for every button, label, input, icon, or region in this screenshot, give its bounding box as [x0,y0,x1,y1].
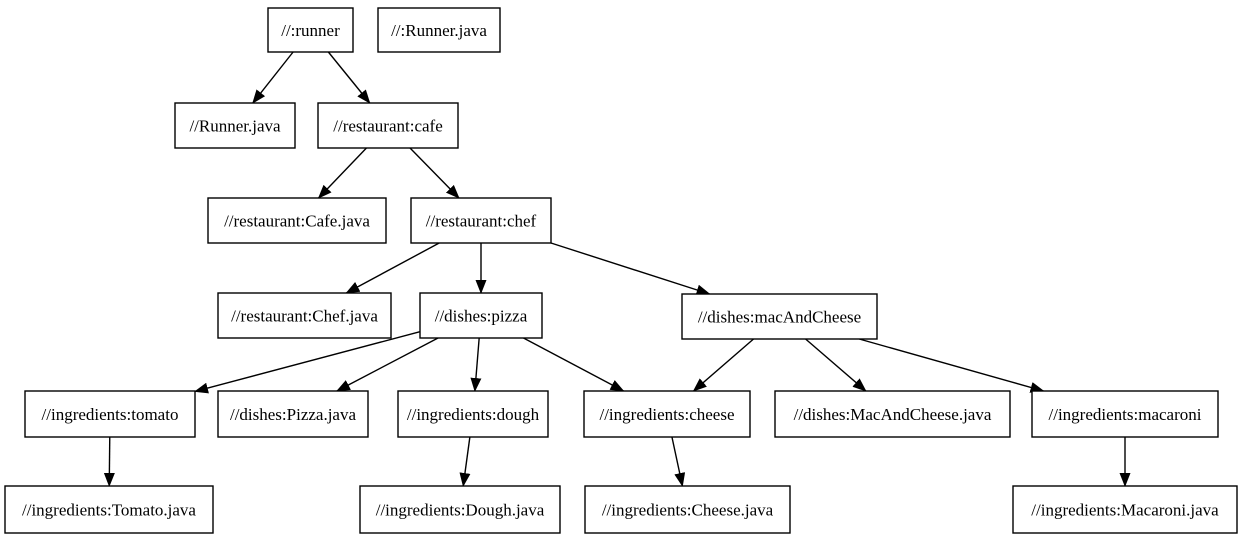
graph-node-macaroni-java: //ingredients:Macaroni.java [1012,485,1238,534]
edge-pizza-to-tomato [194,331,421,394]
edge-mac-and-cheese-to-cheese [692,338,754,392]
graph-node-label: //restaurant:Chef.java [231,306,378,325]
graph-node-box [397,390,549,438]
graph-node-box [267,7,354,53]
graph-node-label: //ingredients:cheese [599,405,734,424]
edge-cheese-to-cheese-java [671,436,686,487]
edge-pizza-to-pizza-java [336,337,439,392]
graph-node-cafe: //restaurant:cafe [317,102,459,149]
edge-tomato-to-tomato-java [103,436,115,487]
graph-node-label: //ingredients:Tomato.java [22,500,196,519]
graph-node-label: //ingredients:Cheese.java [602,500,774,519]
graph-node-box [317,102,459,149]
edge-mac-and-cheese-to-mac-java [805,338,867,392]
graph-node-dough-java: //ingredients:Dough.java [359,485,561,534]
graph-node-mac-and-cheese: //dishes:macAndCheese [681,293,878,340]
graph-node-chef: //restaurant:chef [410,197,552,244]
graph-node-box [1012,485,1238,534]
graph-node-label: //ingredients:dough [407,405,540,424]
graph-node-label: //ingredients:macaroni [1049,405,1202,424]
edge-runner-to-runner-java [252,51,294,104]
graph-node-tomato-java: //ingredients:Tomato.java [4,485,214,534]
graph-node-cafe-java: //restaurant:Cafe.java [207,197,387,244]
graph-node-tomato: //ingredients:tomato [24,390,196,438]
graph-node-box [1031,390,1219,438]
graph-node-runner-java: //Runner.java [174,102,296,149]
graph-node-label: //dishes:Pizza.java [230,405,357,424]
edge-chef-to-chef-java [345,242,440,294]
graph-node-box [583,390,751,438]
graph-node-pizza: //dishes:pizza [419,292,543,339]
graph-node-box [410,197,552,244]
graph-node-label: //:runner [281,21,340,40]
graph-node-box [24,390,196,438]
graph-node-label: //ingredients:Macaroni.java [1031,500,1219,519]
graph-node-box [217,292,392,339]
edge-pizza-to-cheese [523,337,625,392]
graph-node-mac-java: //dishes:MacAndCheese.java [774,390,1011,438]
graph-node-label: //ingredients:Dough.java [376,500,545,519]
graph-node-label: //dishes:MacAndCheese.java [794,405,992,424]
graph-node-runner: //:runner [267,7,354,53]
graph-node-pizza-java: //dishes:Pizza.java [217,390,369,438]
graph-node-box [377,7,501,53]
graph-node-label: //dishes:macAndCheese [698,307,861,326]
graph-node-label: //restaurant:Cafe.java [224,211,370,230]
graph-node-runner-java-src: //:Runner.java [377,7,501,53]
edge-cafe-to-cafe-java [317,147,367,199]
graph-node-label: //dishes:pizza [435,306,528,325]
graph-node-label: //:Runner.java [391,21,487,40]
graph-node-dough: //ingredients:dough [397,390,549,438]
edge-mac-and-cheese-to-macaroni [859,338,1045,393]
edge-pizza-to-dough [470,337,482,392]
graph-node-box [681,293,878,340]
graph-node-box [4,485,214,534]
edge-chef-to-mac-and-cheese [550,242,711,296]
graph-node-cheese: //ingredients:cheese [583,390,751,438]
graph-node-box [359,485,561,534]
graph-node-label: //restaurant:cafe [333,116,443,135]
edge-dough-to-dough-java [459,436,471,487]
graph-node-box [584,485,791,534]
graph-node-box [419,292,543,339]
graph-node-box [217,390,369,438]
graph-node-label: //ingredients:tomato [42,405,179,424]
graph-node-chef-java: //restaurant:Chef.java [217,292,392,339]
graph-node-macaroni: //ingredients:macaroni [1031,390,1219,438]
graph-node-label: //Runner.java [189,116,281,135]
graph-node-box [174,102,296,149]
graph-node-box [774,390,1011,438]
edge-runner-to-cafe [327,51,371,104]
edge-cafe-to-chef [409,147,460,199]
graph-node-cheese-java: //ingredients:Cheese.java [584,485,791,534]
graph-node-box [207,197,387,244]
graph-node-label: //restaurant:chef [426,211,537,230]
